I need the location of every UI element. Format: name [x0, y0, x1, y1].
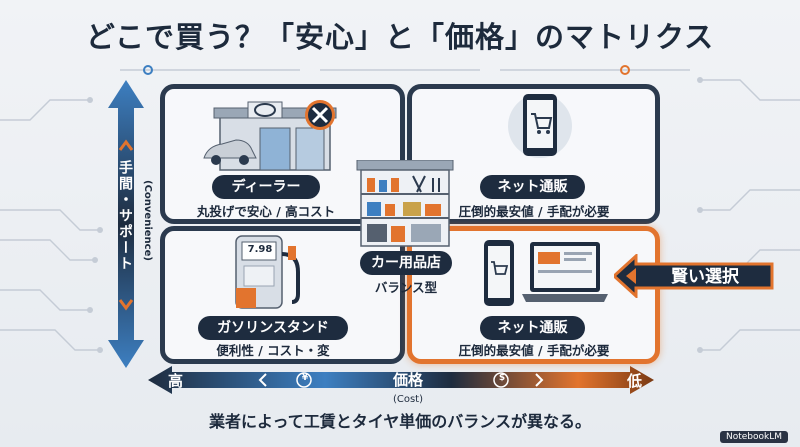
yen-icon: ¥: [301, 373, 309, 383]
caption: 業者によって工賃とタイヤ単価のバランスが異なる。: [209, 412, 591, 431]
smart-choice-callout: [614, 254, 774, 298]
quadrant-top-right-name: ネット通販: [480, 175, 585, 199]
quadrant-bottom-left-desc: 便利性 / コスト・変: [216, 343, 330, 358]
phone-laptop-icon: [484, 240, 608, 306]
wrench-badge-icon: [305, 100, 335, 130]
dealer-building-icon: [203, 101, 337, 171]
gas-pump-icon: [235, 235, 300, 309]
quadrant-bottom-right-name: ネット通販: [480, 316, 585, 340]
quadrant-bottom-left-name: ガソリンスタンド: [198, 316, 348, 340]
smart-choice-label: 賢い選択: [671, 267, 739, 287]
dollar-icon: $: [498, 373, 506, 383]
quadrant-top-right-desc: 圧倒的最安値 / 手配が必要: [458, 204, 610, 219]
pump-price-display: 7.98: [247, 244, 273, 255]
vertical-axis-sublabel: (Convenience): [142, 180, 153, 261]
center-desc: バランス型: [374, 280, 438, 295]
axis-center-label: 価格: [392, 371, 423, 389]
vertical-axis-arrow: [108, 80, 144, 368]
quadrant-top-left-name: ディーラー: [212, 175, 320, 199]
page-title: どこで買う？「安心」と「価格」のマトリクス: [85, 20, 715, 54]
quadrant-bottom-right-desc: 圧倒的最安値 / 手配が必要: [458, 343, 610, 358]
watermark: NotebookLM: [719, 431, 788, 443]
vertical-axis-label: 手間・サポート: [117, 160, 133, 272]
axis-high-label: 高: [168, 372, 184, 390]
phone-cart-icon: [508, 94, 572, 158]
quadrant-top-left-desc: 丸投げで安心 / 高コスト: [196, 204, 336, 219]
center-name: カー用品店: [360, 251, 452, 275]
car-parts-shop-icon: [356, 160, 454, 247]
axis-low-label: 低: [627, 372, 643, 390]
horizontal-axis-arrow: [148, 366, 654, 394]
axis-sublabel: (Cost): [392, 394, 424, 405]
